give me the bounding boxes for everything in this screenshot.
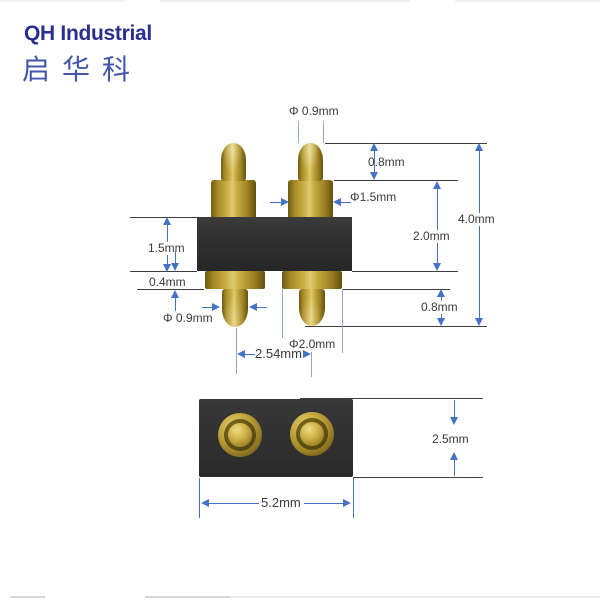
arrow-right-icon bbox=[281, 198, 289, 206]
arrow-left-icon bbox=[201, 499, 209, 507]
arrow-down-icon bbox=[370, 172, 378, 180]
dim-line-bottom-tip-dia bbox=[257, 307, 267, 308]
arrow-up-icon bbox=[475, 143, 483, 151]
top-edge-bar bbox=[455, 0, 600, 2]
center-line-left-pin bbox=[236, 328, 237, 374]
ext-line-top-tip-level bbox=[325, 143, 487, 144]
brand-logo-text: QH Industrial bbox=[24, 22, 152, 45]
top-edge-bar bbox=[0, 0, 125, 2]
pin-contact-right bbox=[290, 412, 334, 456]
pogo-pin-left-barrel bbox=[211, 180, 256, 218]
dim-line-depth bbox=[454, 459, 455, 476]
brand-chinese-name: 启华科 bbox=[22, 55, 143, 86]
pogo-pin-right-collar bbox=[282, 271, 342, 289]
dim-line-bottom-tip-dia bbox=[202, 307, 212, 308]
arrow-left-icon bbox=[237, 350, 245, 358]
dim-line-barrel-dia bbox=[341, 202, 351, 203]
ext-line-width-right bbox=[353, 478, 354, 518]
dim-label-travel-top: 0.8mm bbox=[368, 155, 405, 169]
dim-label-top-tip-diameter: Φ 0.9mm bbox=[289, 104, 339, 118]
dim-line-total-height bbox=[479, 150, 480, 319]
pin-contact-ball bbox=[228, 423, 252, 447]
arrow-down-icon bbox=[437, 318, 445, 326]
bottom-edge-bar bbox=[145, 596, 230, 598]
pogo-pin-right-bottom-tip bbox=[299, 289, 325, 326]
dim-line-pitch bbox=[245, 354, 255, 355]
ext-line-width-left bbox=[199, 478, 200, 518]
arrow-left-icon bbox=[249, 303, 257, 311]
dim-label-barrel-diameter: Φ1.5mm bbox=[350, 190, 397, 204]
dim-line-barrel-dia bbox=[270, 202, 281, 203]
arrow-down-icon bbox=[163, 264, 171, 272]
dim-label-plunger-diameter: Φ2.0mm bbox=[287, 337, 338, 352]
ext-line-housing-bottom-right bbox=[352, 271, 458, 272]
bottom-edge-bar bbox=[10, 596, 45, 598]
arrow-up-icon bbox=[370, 143, 378, 151]
dim-line-width bbox=[304, 503, 343, 504]
dim-line-travel-top bbox=[374, 150, 375, 173]
arrow-left-icon bbox=[333, 198, 341, 206]
dim-label-pitch: 2.54mm bbox=[255, 346, 302, 361]
arrow-right-icon bbox=[343, 499, 351, 507]
center-line-right-pin bbox=[311, 352, 312, 377]
arrow-up-icon bbox=[450, 452, 458, 460]
ext-line-collar-bottom-left bbox=[137, 289, 204, 290]
ext-line-collar-bottom-right bbox=[343, 289, 450, 290]
dim-line-collar-height bbox=[175, 251, 176, 264]
ext-line-plunger-dia-right bbox=[342, 289, 343, 353]
dim-line-depth bbox=[454, 400, 455, 417]
pogo-pin-left-collar bbox=[205, 271, 265, 289]
ext-line-bottom-view-bottom bbox=[353, 477, 483, 478]
dim-label-bottom-tip-diameter: Φ 0.9mm bbox=[163, 311, 213, 325]
arrow-right-icon bbox=[212, 303, 220, 311]
dim-label-depth: 2.5mm bbox=[432, 432, 469, 446]
ext-line-tip-dia-right bbox=[323, 121, 324, 143]
arrow-down-icon bbox=[475, 318, 483, 326]
dim-label-upper-height: 2.0mm bbox=[411, 229, 452, 244]
pogo-pin-left-bottom-tip bbox=[222, 289, 248, 327]
ext-line-barrel-top-level bbox=[334, 180, 458, 181]
pin-contact-ball bbox=[300, 422, 324, 446]
ext-line-bottom-tip-level bbox=[305, 326, 487, 327]
pogo-pin-right-top-tip bbox=[298, 143, 323, 181]
dim-line-upper-height bbox=[437, 188, 438, 265]
dim-label-width: 5.2mm bbox=[261, 495, 301, 510]
pogo-pin-right-barrel bbox=[288, 180, 333, 218]
dim-label-collar-height: 0.4mm bbox=[147, 275, 188, 290]
arrow-right-icon bbox=[303, 350, 311, 358]
arrow-down-icon bbox=[433, 263, 441, 271]
arrow-down-icon bbox=[450, 417, 458, 425]
pin-contact-left bbox=[218, 413, 262, 457]
ext-line-plunger-dia-left bbox=[282, 289, 283, 338]
pogo-pin-left-top-tip bbox=[221, 143, 246, 181]
ext-line-bottom-view-top bbox=[300, 398, 483, 399]
arrow-up-icon bbox=[171, 290, 179, 298]
connector-housing-side bbox=[197, 217, 352, 271]
dim-label-travel-bottom: 0.8mm bbox=[419, 300, 460, 315]
top-edge-bar bbox=[160, 0, 410, 2]
arrow-down-icon bbox=[171, 263, 179, 271]
bottom-edge-bar bbox=[230, 596, 600, 598]
ext-line-tip-dia-left bbox=[298, 121, 299, 143]
arrow-up-icon bbox=[437, 289, 445, 297]
arrow-up-icon bbox=[433, 181, 441, 189]
dim-line-collar-height bbox=[175, 297, 176, 311]
dim-label-housing-height: 1.5mm bbox=[146, 241, 187, 256]
dim-line-width bbox=[209, 503, 259, 504]
arrow-up-icon bbox=[163, 217, 171, 225]
dim-label-total-height: 4.0mm bbox=[456, 212, 497, 227]
